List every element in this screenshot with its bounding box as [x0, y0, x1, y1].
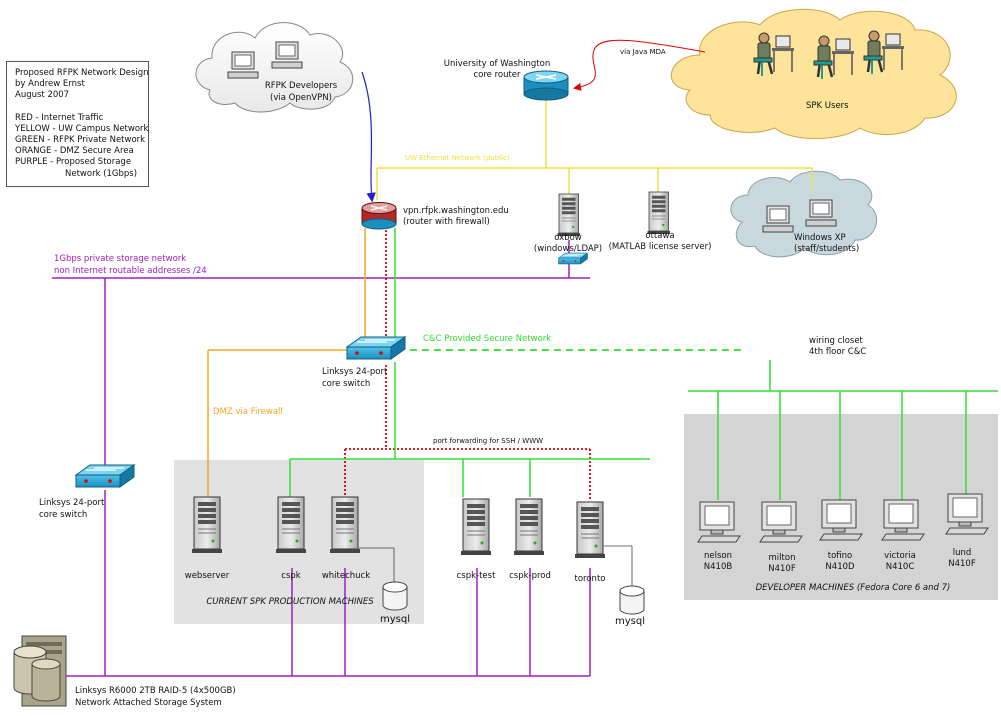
internet-traffic-lines [344, 230, 591, 500]
legend-box: Proposed RFPK Network Design by Andrew E… [6, 61, 149, 187]
server-cspk-test [460, 498, 492, 556]
developer-group-label: DEVELOPER MACHINES (Fedora Core 6 and 7) [756, 583, 951, 593]
ottawa-sublabel: (MATLAB license server) [609, 242, 712, 252]
rfpk-developers-label: RFPK Developers [265, 81, 338, 91]
dev-pc-victoria [881, 499, 925, 541]
mysql-label-whitechuck: mysql [380, 614, 410, 625]
server-toronto [574, 501, 606, 559]
uw-ethernet-label: UW Ethernet Network (public) [405, 154, 510, 162]
dev-room-tofino: N410D [825, 562, 855, 572]
vpn-arrow [361, 71, 376, 203]
server-label-toronto: toronto [575, 574, 606, 584]
cc-network-label: C&C Provided Secure Network [423, 334, 551, 344]
server-cspk-prod [513, 498, 545, 556]
windows-xp-cloud [730, 170, 878, 258]
rfpk-developers-sublabel: (via OpenVPN) [270, 93, 332, 103]
legend-line-orange: ORANGE - DMZ Secure Area [15, 146, 134, 157]
dev-pc-nelson [697, 501, 741, 543]
legend-line-yellow: YELLOW - UW Campus Network [15, 123, 149, 134]
storage-network-lines [52, 240, 591, 677]
dev-room-victoria: N410C [886, 562, 915, 572]
server-ottawa [647, 191, 671, 235]
winxp-pc-1 [762, 205, 794, 233]
winxp-label: Windows XP [794, 233, 846, 243]
vpn-router [361, 202, 397, 230]
ottawa-label: ottawa [645, 231, 674, 241]
production-group-label: CURRENT SPK PRODUCTION MACHINES [206, 597, 374, 607]
server-webserver [191, 496, 223, 554]
uw-router-sublabel: core router [473, 70, 521, 80]
wiring-closet-sublabel: 4th floor C&C [809, 347, 866, 357]
mysql-db-whitechuck [382, 581, 408, 611]
dev-room-milton: N410F [768, 564, 796, 574]
server-oxbow [557, 193, 581, 237]
dev-label-tofino: tofino [828, 551, 852, 561]
legend-line-purple: PURPLE - Proposed Storage [15, 157, 132, 168]
dev-label-victoria: victoria [884, 551, 916, 561]
core-switch [346, 336, 406, 360]
dev-label-lund: lund [953, 548, 972, 558]
server-cspk [275, 496, 307, 554]
legend-line-purple-cont: Network (1Gbps) [65, 168, 138, 179]
core-switch-label: Linksys 24-port [322, 367, 388, 377]
storage-network-sublabel: non Internet routable addresses /24 [54, 266, 207, 276]
vpn-dev-pc-1 [227, 51, 259, 79]
legend-title: Proposed RFPK Network Design [15, 68, 149, 78]
dev-label-milton: milton [769, 553, 796, 563]
dmz-label: DMZ via Firewall [213, 407, 283, 417]
spk-users-label: SPK Users [806, 101, 849, 111]
spk-users-cloud [670, 8, 957, 139]
storage-switch-label: Linksys 24-port [39, 498, 105, 508]
legend-line-red: RED - Internet Traffic [15, 112, 104, 123]
uw-router-label: University of Washington [444, 59, 550, 69]
storage-switch [75, 464, 135, 488]
server-label-cspk-test: cspk-test [457, 571, 496, 581]
java-mda-label: via Java MDA [620, 48, 666, 56]
server-whitechuck [329, 496, 361, 554]
private-network-lines [289, 228, 998, 500]
legend-line-green: GREEN - RFPK Private Network [15, 135, 146, 146]
campus-network-lines [376, 100, 813, 200]
server-label-cspk-prod: cspk-prod [509, 571, 551, 581]
server-label-cspk: cspk [281, 571, 300, 581]
mysql-db-toronto [619, 585, 645, 615]
nas-sublabel: Network Attached Storage System [75, 698, 222, 708]
mysql-connector-lines [359, 545, 633, 586]
wiring-closet-label: wiring closet [809, 336, 864, 346]
dev-room-lund: N410F [948, 559, 976, 569]
dev-pc-lund [945, 493, 989, 535]
storage-switch-sublabel: core switch [39, 510, 87, 520]
dev-room-nelson: N410B [704, 562, 733, 572]
nas-label: Linksys R6000 2TB RAID-5 (4x500GB) [75, 686, 236, 696]
dev-pc-tofino [819, 499, 863, 541]
uw-core-router [523, 70, 569, 101]
port-forwarding-label: port forwarding for SSH / WWW [433, 437, 543, 445]
dmz-lines [207, 228, 366, 497]
dev-pc-milton [759, 501, 803, 543]
legend-author: by Andrew Ernst [15, 79, 85, 90]
oxbow-sublabel: (windows/LDAP) [534, 244, 602, 254]
core-switch-sublabel: core switch [322, 379, 370, 389]
mysql-label-toronto: mysql [615, 616, 645, 627]
java-mda-arrow [573, 39, 706, 91]
dev-label-nelson: nelson [704, 551, 732, 561]
wiring-closet-switch [558, 252, 588, 265]
legend-date: August 2007 [15, 90, 70, 101]
vpn-sublabel: (router with firewall) [403, 217, 490, 227]
vpn-dev-pc-2 [271, 41, 303, 69]
server-label-webserver: webserver [185, 571, 230, 581]
server-label-whitechuck: whitechuck [322, 571, 370, 581]
storage-network-label: 1Gbps private storage network [54, 254, 186, 264]
winxp-sublabel: (staff/students) [794, 244, 859, 254]
winxp-pc-2 [805, 199, 837, 227]
vpn-label: vpn.rfpk.washington.edu [403, 206, 509, 216]
oxbow-label: oxbow [554, 233, 582, 243]
nas-storage-icon [13, 635, 67, 707]
